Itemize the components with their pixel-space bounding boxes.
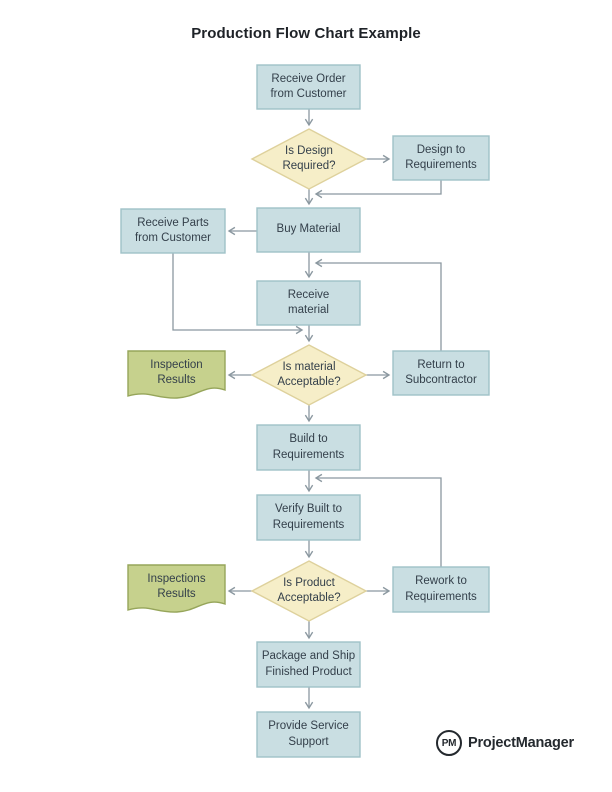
projectmanager-logo: PM ProjectManager — [436, 730, 574, 756]
connector-rework-to-verify — [314, 473, 442, 567]
process-shape-rework — [392, 566, 490, 613]
decision-shape-is-product-acceptable — [250, 560, 368, 622]
decision-shape-is-material-acceptable — [250, 344, 368, 406]
process-shape-receive-order — [256, 64, 361, 110]
process-shape-package-ship — [256, 641, 361, 688]
process-shape-receive-material — [256, 280, 361, 326]
connector-receive-parts-to-material-decision — [172, 253, 304, 335]
logo-text: ProjectManager — [468, 735, 574, 751]
decision-shape-is-design-required — [250, 128, 368, 190]
process-shape-receive-parts — [120, 208, 226, 254]
connector-design-requirements-to-buy-material — [314, 180, 442, 199]
process-shape-return-to-subcontractor — [392, 350, 490, 396]
connector-return-subcontractor-to-receive-material — [314, 258, 442, 351]
logo-monogram: PM — [441, 737, 457, 749]
process-shape-buy-material — [256, 207, 361, 253]
process-shape-verify-built — [256, 494, 361, 541]
pm-logo-icon: PM — [436, 730, 462, 756]
process-shape-build-to-requirements — [256, 424, 361, 471]
page-title: Production Flow Chart Example — [191, 25, 421, 42]
process-shape-design-to-requirements — [392, 135, 490, 181]
document-shape-inspection-results — [127, 350, 226, 399]
document-shape-inspections-results — [127, 564, 226, 613]
process-shape-provide-service — [256, 711, 361, 758]
